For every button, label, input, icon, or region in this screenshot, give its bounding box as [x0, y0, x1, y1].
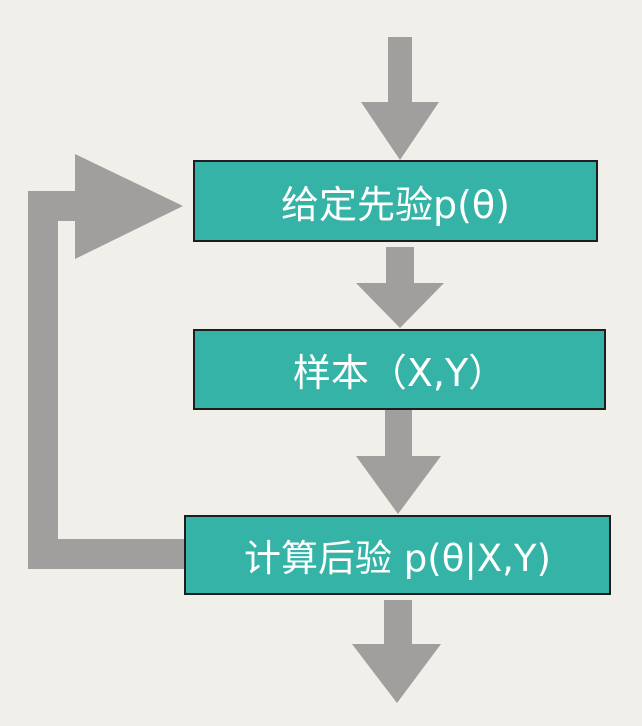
node-prior-label: 给定先验p(θ): [280, 182, 511, 227]
arrow-posterior-to-end: [352, 600, 441, 703]
node-sample-label: 样本（X,Y）: [292, 351, 507, 395]
arrow-start-to-prior: [361, 37, 439, 160]
arrow-sample-to-posterior: [356, 410, 441, 514]
arrow-prior-to-sample: [356, 247, 444, 328]
arrow-feedback-loop: [28, 154, 184, 569]
node-posterior: 计算后验 p(θ|X,Y): [184, 515, 611, 595]
node-prior: 给定先验p(θ): [193, 160, 598, 242]
node-sample: 样本（X,Y）: [193, 329, 606, 410]
node-posterior-label: 计算后验 p(θ|X,Y): [244, 537, 551, 580]
